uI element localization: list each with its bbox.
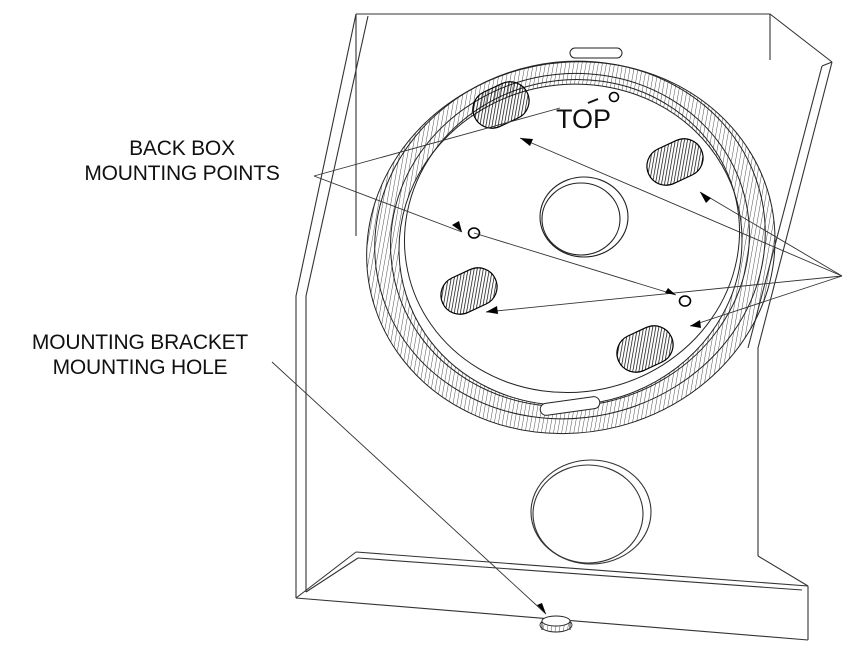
arrowheads [452,138,711,614]
top-marking: TOP [556,104,611,134]
mounting-slot-bottom-right [616,325,674,373]
center-hole [539,176,629,258]
label-line: MOUNTING HOLE [52,356,228,379]
leader-lines [271,107,843,615]
label-line: MOUNTING BRACKET [31,331,249,354]
lower-round-hole [530,459,652,565]
mounting-slot-bottom-left [440,267,498,315]
back-box-ring [366,47,776,435]
mounting-bracket-hole [539,615,573,633]
back-box-mounting-points [440,81,704,373]
label-line: MOUNTING POINTS [84,162,280,185]
back-box-mounting-points-label: BACK BOX MOUNTING POINTS [52,136,312,186]
label-line: BACK BOX [129,137,235,160]
mounting-slot-top-right [646,138,704,186]
small-holes [467,91,692,307]
bracket-housing [295,13,833,641]
mounting-bracket-hole-label: MOUNTING BRACKET MOUNTING HOLE [0,330,280,380]
